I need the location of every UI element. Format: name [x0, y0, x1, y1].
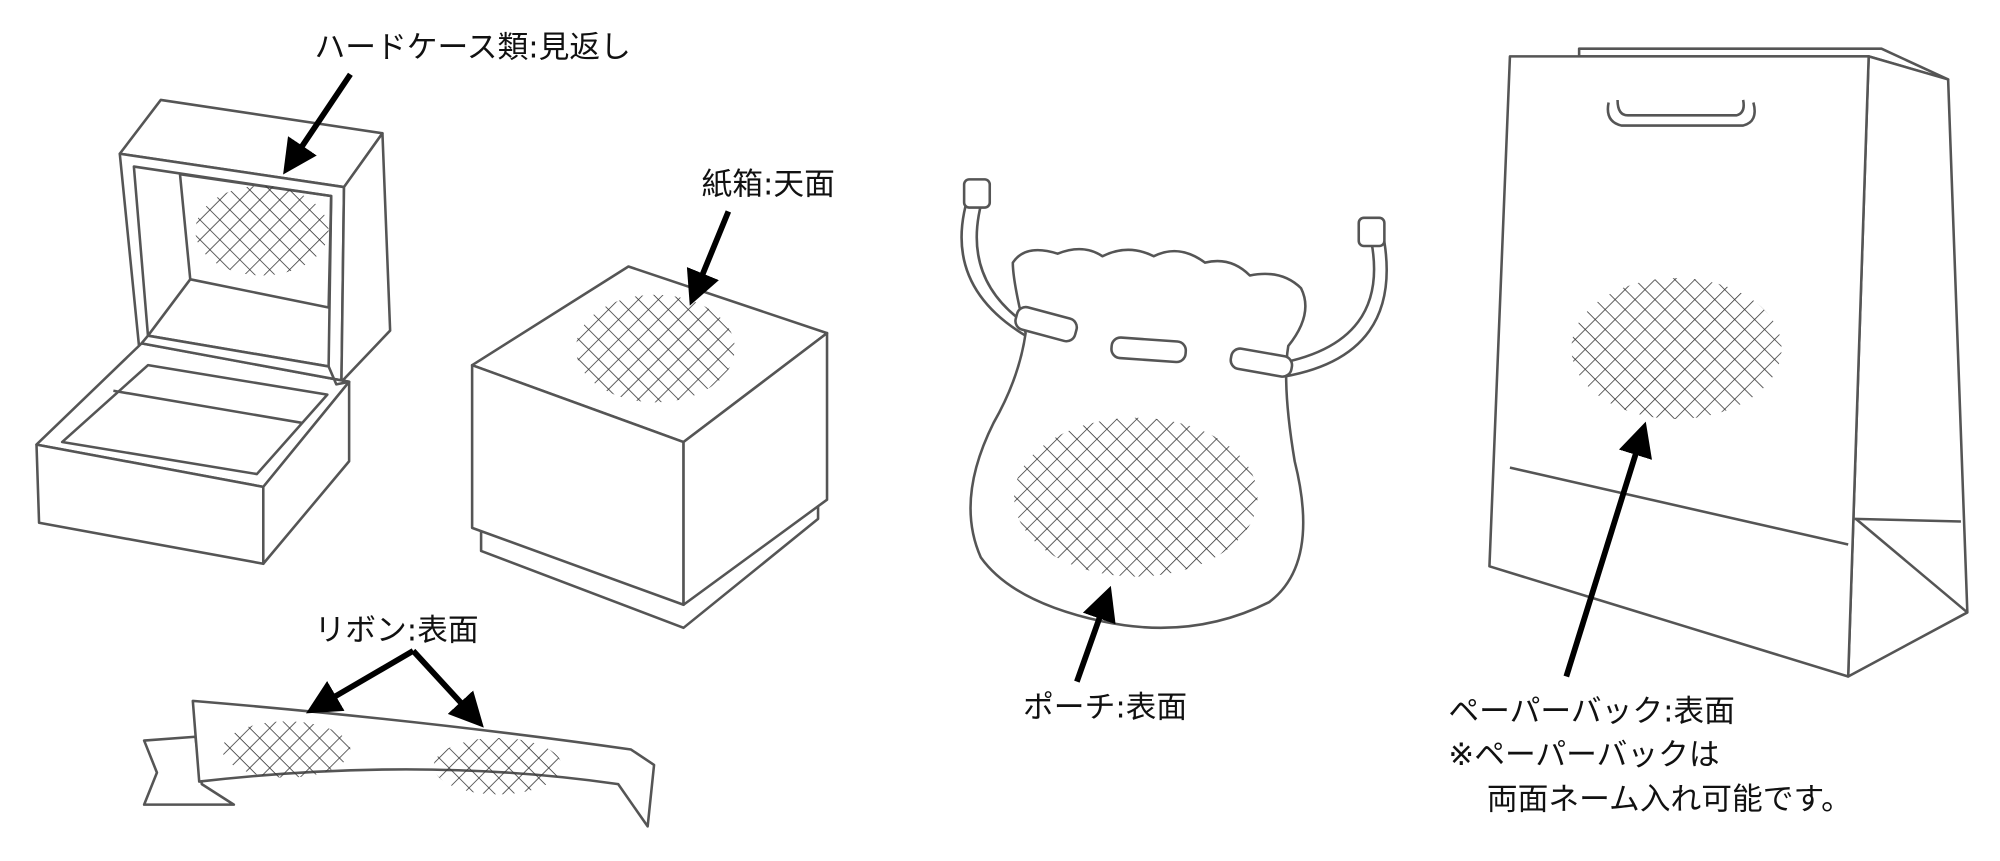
paper-bag-note-line-1: ※ペーパーバックは	[1448, 737, 1719, 773]
hard-case-illustration	[35, 98, 392, 566]
label-paper-box: 紙箱:天面	[701, 167, 834, 203]
print-area-hatch	[222, 721, 351, 778]
ribbon-illustration	[142, 699, 656, 828]
arrow-ribbon-right	[411, 648, 484, 728]
paper-box-illustration	[470, 265, 829, 630]
arrow-paper-bag	[1563, 421, 1652, 678]
print-area-hatch	[575, 294, 735, 403]
print-area-hatch	[1571, 278, 1782, 419]
print-area-hatch	[433, 738, 562, 795]
label-paper-bag: ペーパーバック:表面	[1448, 693, 1735, 729]
label-ribbon: リボン:表面	[315, 613, 479, 649]
arrow-hard-case	[283, 72, 353, 175]
paper-bag-note-line-2: 両面ネーム入れ可能です。	[1487, 782, 1852, 818]
arrow-pouch	[1074, 585, 1116, 683]
pouch-illustration	[960, 178, 1388, 630]
arrow-ribbon-left	[305, 648, 415, 714]
paper-bag-illustration	[1488, 47, 1969, 678]
arrow-paper-box	[686, 210, 732, 306]
print-area-hatch	[195, 185, 329, 276]
label-pouch: ポーチ:表面	[1023, 689, 1187, 725]
label-hard-case: ハードケース類:見返し	[315, 30, 631, 66]
print-area-hatch	[1014, 417, 1258, 577]
